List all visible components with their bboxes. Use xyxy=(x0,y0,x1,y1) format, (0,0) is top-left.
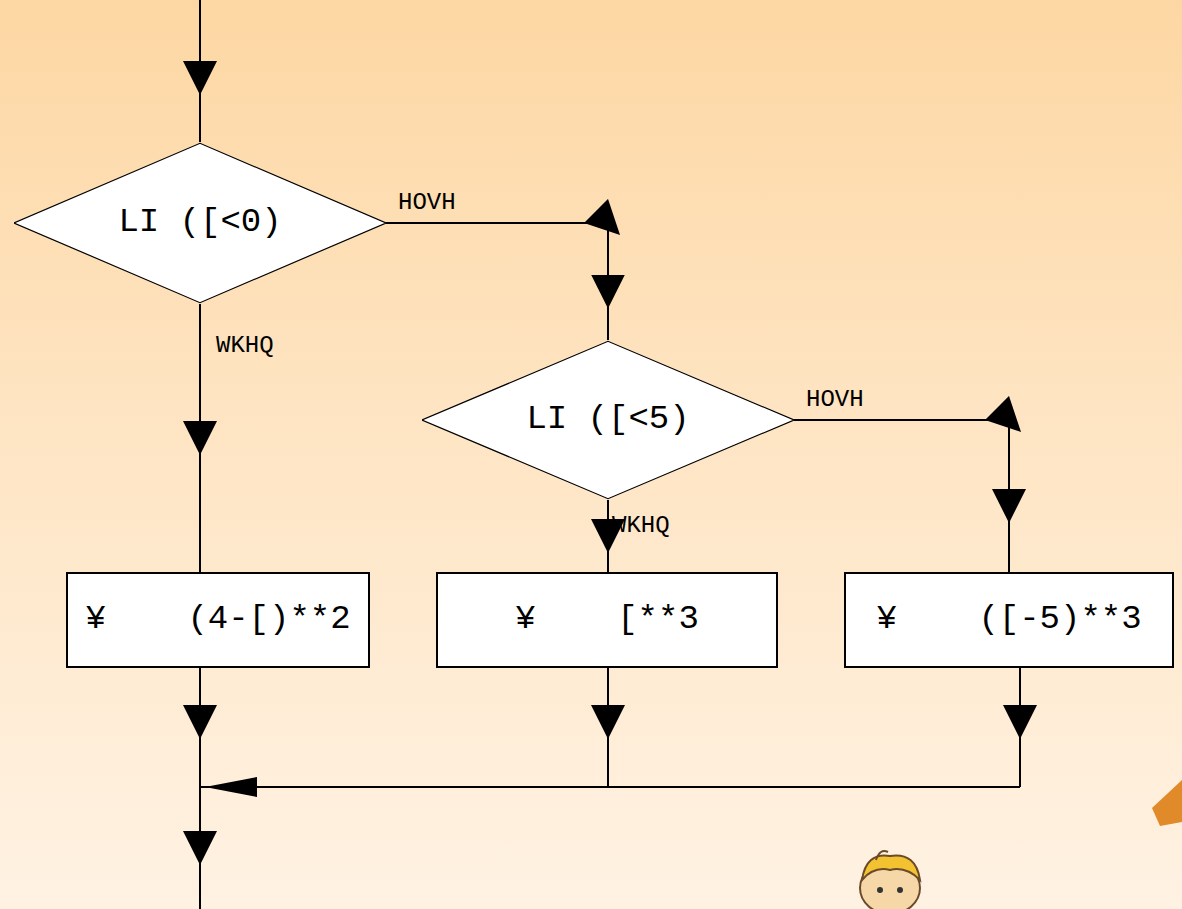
branch-label: WKHQ xyxy=(216,334,274,358)
assignment-text: ¥ [**3 xyxy=(515,601,699,638)
merge-line xyxy=(200,786,1020,788)
flow-connector xyxy=(607,500,609,572)
merge-line xyxy=(199,668,201,787)
flow-connector xyxy=(386,223,608,340)
merge-line xyxy=(607,668,609,787)
entry-arrow xyxy=(199,0,201,142)
condition-text: LI ([<5) xyxy=(526,401,689,438)
merge-arrowhead xyxy=(205,777,257,797)
condition-text: LI ([<0) xyxy=(118,204,281,241)
decision-diamond: LI ([<0) xyxy=(14,142,386,304)
flow-connector xyxy=(199,304,201,572)
pencil-decoration xyxy=(1152,780,1182,826)
branch-label: HOVH xyxy=(806,388,864,412)
exit-arrow xyxy=(199,787,201,909)
branch-label: HOVH xyxy=(398,191,456,215)
decision-diamond: LI ([<5) xyxy=(422,340,794,500)
flow-connector xyxy=(794,420,1009,572)
assignment-text: ¥ ([-5)**3 xyxy=(876,601,1141,638)
branch-label: WKHQ xyxy=(612,514,670,538)
assignment-text: ¥ (4-[)**2 xyxy=(85,601,350,638)
cartoon-figure xyxy=(860,851,920,909)
merge-line xyxy=(1019,668,1021,787)
process-box: ¥ [**3 xyxy=(436,572,778,668)
process-box: ¥ (4-[)**2 xyxy=(66,572,370,668)
process-box: ¥ ([-5)**3 xyxy=(844,572,1174,668)
